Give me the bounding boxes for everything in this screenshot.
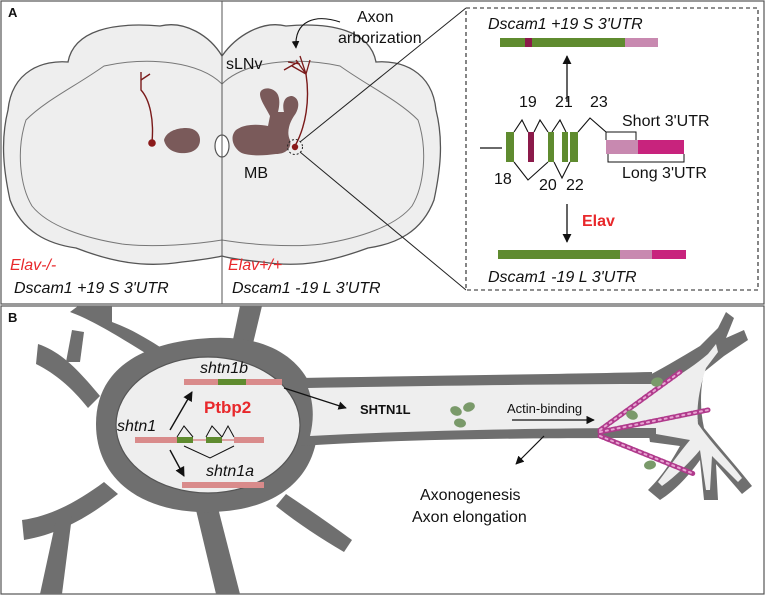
shtn1b-label: shtn1b [200, 360, 248, 377]
actin-filament-upper-highlight [599, 371, 681, 431]
ptbp2-label: Ptbp2 [204, 398, 251, 417]
left-genotype-label: Elav-/- [10, 257, 56, 274]
shtn1a-transcript [182, 482, 264, 488]
actin-filaments [597, 369, 711, 477]
panel-a-label: A [8, 5, 18, 20]
shtn1-transcripts [135, 379, 282, 488]
short-utr-label: Short 3'UTR [622, 113, 710, 130]
axon-arbor-callout-arrow [291, 18, 341, 49]
dendrite-lower-left-fork [40, 516, 72, 594]
left-neuron-process [140, 72, 154, 143]
long-utr-bracket [607, 154, 685, 163]
right-genotype-label: Elav+/+ [228, 257, 282, 274]
long-utr-label: Long 3'UTR [622, 165, 707, 182]
bottom-mrna-long-utr [652, 250, 686, 259]
exon-23-label: 23 [590, 94, 608, 111]
short-utr-bracket [605, 131, 637, 140]
left-neuron-branch [140, 73, 151, 81]
exon-18-label: 18 [494, 171, 512, 188]
exon-22 [570, 132, 578, 162]
right-mushroom-body [232, 88, 299, 156]
slnv-projection [294, 73, 309, 147]
panel-b-label: B [8, 310, 17, 325]
exon-19-label: 19 [519, 94, 537, 111]
growth-cone-lumen [656, 344, 742, 490]
protein-blob [651, 377, 663, 387]
inset-bottom-isoform: Dscam1 -19 L 3'UTR [488, 269, 637, 286]
exon-22-label: 22 [566, 177, 584, 194]
dendrite-lower-left [22, 482, 118, 540]
dendrite-bottom [196, 508, 240, 594]
dendrite-left-fork [66, 330, 84, 362]
shtn1-exon-a [177, 437, 193, 443]
exon-20-label: 20 [539, 177, 557, 194]
dendrite-upper [70, 306, 168, 356]
bottom-mrna-green [498, 250, 620, 259]
dendrite-bottom-right [276, 494, 352, 552]
exon-21 [562, 132, 568, 162]
axonogenesis-label: Axonogenesis [420, 487, 521, 504]
shtn1a-label: shtn1a [206, 463, 254, 480]
left-isoform-label: Dscam1 +19 S 3'UTR [14, 280, 169, 297]
exon-23-short-utr [606, 140, 638, 154]
nucleus [115, 356, 301, 494]
shtn1-label: shtn1 [117, 418, 156, 435]
dendrite-left [36, 344, 100, 408]
actin-binding-label: Actin-binding [507, 401, 582, 416]
shtn1l-label: SHTN1L [360, 402, 411, 417]
protein-blob [454, 418, 466, 428]
panel-b: B [0, 305, 765, 595]
exon-23-long-utr [638, 140, 684, 154]
protein-blob [450, 406, 462, 416]
axon-lumen [308, 384, 698, 436]
actin-filament-lower-highlight [599, 435, 695, 475]
exon-18 [506, 132, 514, 162]
right-isoform-label: Dscam1 -19 L 3'UTR [232, 280, 381, 297]
top-mrna-green [500, 38, 625, 47]
shtn1-pre-mrna-left [135, 437, 177, 443]
protein-blob [644, 460, 656, 470]
arrow-to-outcome [515, 435, 545, 465]
shtn1-exon-b [206, 437, 222, 443]
actin-filament-middle-highlight [599, 409, 709, 433]
brain-inner-contour [19, 60, 425, 247]
axon-label-line1: Axon [357, 9, 393, 26]
zoom-line-top [299, 7, 467, 143]
shtn1-pre-mrna-right [234, 437, 264, 443]
top-mrna-exon19 [525, 38, 532, 47]
protein-blob [463, 402, 475, 412]
top-mrna-short-utr [625, 38, 658, 47]
shtn1b-microexon [218, 379, 246, 385]
axon-elongation-label: Axon elongation [412, 509, 527, 526]
shtn1-splice-arcs [176, 424, 235, 438]
splicing-inset: Dscam1 +19 S 3'UTR 19 21 23 Short 3'UTR … [465, 7, 759, 291]
panel-a: A Axon arborization sLNv MB Elav-/- Dsca… [0, 0, 765, 305]
slnv-label: sLNv [226, 56, 262, 73]
bottom-mrna-short-utr [620, 250, 652, 259]
axon-label-line2: arborization [338, 30, 422, 47]
inset-top-isoform: Dscam1 +19 S 3'UTR [488, 16, 643, 33]
splice-junctions [513, 117, 607, 181]
slnv-soma-highlight [287, 139, 303, 155]
slnv-arbor [283, 55, 311, 75]
exon-21-label: 21 [555, 94, 573, 111]
arrow-to-shtn1b [169, 391, 193, 431]
left-mushroom-body [164, 128, 200, 154]
zoom-line-bottom [299, 151, 467, 291]
slnv-soma [291, 143, 299, 151]
mb-label: MB [244, 165, 268, 182]
exon-20 [548, 132, 554, 162]
shtn1-skip-arc [183, 445, 235, 459]
exon-19 [528, 132, 534, 162]
shtn1l-proteins [450, 377, 663, 470]
elav-regulator-label: Elav [582, 213, 615, 230]
left-neuron-soma [148, 139, 156, 147]
arrow-to-protein [283, 387, 347, 410]
arrow-to-shtn1a [169, 449, 185, 477]
protein-blob [626, 410, 638, 420]
